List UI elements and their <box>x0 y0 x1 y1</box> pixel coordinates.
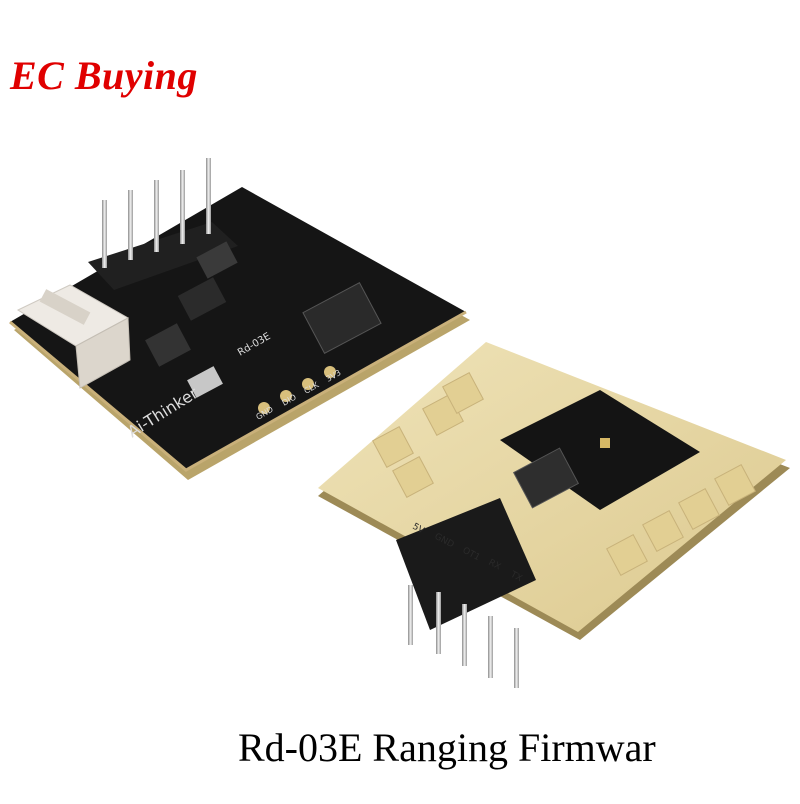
back-chip-area <box>500 390 700 510</box>
front-board: Ai-Thinker Rd-03E GND DIO CLK 3V3 <box>9 158 470 480</box>
crystal <box>187 366 223 398</box>
back-chip <box>512 447 580 509</box>
radar-mcu-chip <box>302 281 382 355</box>
antenna-patches <box>372 372 756 576</box>
regulator-chip <box>177 277 227 321</box>
header-pin <box>154 180 159 252</box>
header-pin <box>408 585 413 645</box>
header-pin <box>462 604 467 666</box>
header-pin <box>206 158 211 234</box>
header-pin <box>180 170 185 244</box>
product-caption: Rd-03E Ranging Firmwar <box>238 725 656 770</box>
header-pin <box>102 200 107 268</box>
pad <box>280 390 292 402</box>
header-pin <box>514 628 519 688</box>
header-pin <box>128 190 133 260</box>
header-pin <box>488 616 493 678</box>
inductor <box>196 241 238 279</box>
pad <box>324 366 336 378</box>
brand-logo-text: EC Buying <box>10 53 198 98</box>
header-pin <box>436 592 441 654</box>
pad <box>258 402 270 414</box>
pad <box>302 378 314 390</box>
capacitor <box>145 323 191 367</box>
back-pin-header <box>396 498 536 688</box>
front-pin-header <box>88 158 238 290</box>
jst-connector <box>16 284 131 389</box>
back-board: 5V GND OT1 RX TX <box>318 342 790 688</box>
